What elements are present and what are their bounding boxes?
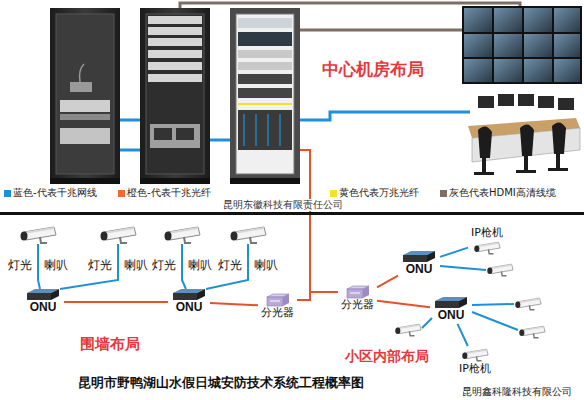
watermark: 昆明东徽科技有限责任公司 [222,199,344,211]
onu-icon [401,251,437,263]
legend-swatch [440,190,447,197]
ip-camera: IP枪机 [456,346,494,377]
onu-device: ONU [168,288,210,316]
node-text: ONU [30,301,57,315]
caption: 昆明市野鸭湖山水假日城安防技术系统工程概率图 [78,376,364,391]
splitter-device: 分光器 [258,292,297,321]
device-label: 喇叭 [124,259,148,273]
legend-text: 灰色代表HDMI高清线缆 [449,187,556,199]
onu-device: ONU [22,288,64,316]
node-text: ONU [176,301,203,315]
device-label: 喇叭 [254,259,278,273]
device-symbol [474,242,500,254]
legend-swatch [4,190,11,197]
device-label: 喇叭 [188,259,212,273]
device-symbol [27,289,59,300]
node-text: IP枪机 [459,363,491,376]
splitter-icon [265,293,291,307]
device-symbol [347,286,369,298]
legend-item: 灰色代表HDMI高清线缆 [440,187,556,199]
legend-text: 黄色代表万兆光纤 [339,187,419,199]
camera-icon [459,347,491,363]
connector [377,276,398,288]
legend-item: 蓝色-代表千兆网线 [4,187,97,199]
device-label: 灯光 [8,259,32,273]
legend-item: 橙色-代表千兆光纤 [118,187,211,199]
legend-swatch [118,190,125,197]
camera-icon [471,240,503,256]
connector [210,303,258,305]
device-symbol [435,297,467,308]
company-name: 昆明鑫科隆科技有限公司 [462,386,572,398]
connector [458,324,468,346]
device-symbol [462,349,488,361]
region-title: 中心机房布局 [322,60,424,80]
onu-device: ONU [398,250,440,278]
device-label: 喇叭 [44,259,68,273]
connector [440,248,468,257]
node-text: 分光器 [341,299,374,312]
ip-camera: IP枪机 [468,226,506,257]
connector [64,301,168,303]
device-symbol [173,289,205,300]
region-title: 小区内部布局 [345,348,429,364]
device-label: 灯光 [88,259,112,273]
onu-icon [433,297,469,309]
legend-text: 橙色-代表千兆光纤 [127,187,211,199]
node-text: 分光器 [261,307,294,320]
onu-icon [171,289,207,301]
node-text: ONU [438,309,465,323]
node-text: IP枪机 [471,227,503,240]
device-label: 灯光 [218,259,242,273]
device-symbol [267,294,289,306]
onu-device: ONU [430,296,472,324]
region-title: 围墙布局 [80,336,140,353]
splitter-icon [345,285,371,299]
node-text: ONU [406,263,433,277]
device-label: 灯光 [152,259,176,273]
legend-text: 蓝色-代表千兆网线 [13,187,97,199]
connector [377,301,430,308]
onu-icon [25,289,61,301]
splitter-device: 分光器 [338,284,377,313]
legend-item: 黄色代表万兆光纤 [330,187,419,199]
legend-swatch [330,190,337,197]
device-symbol [403,251,435,262]
